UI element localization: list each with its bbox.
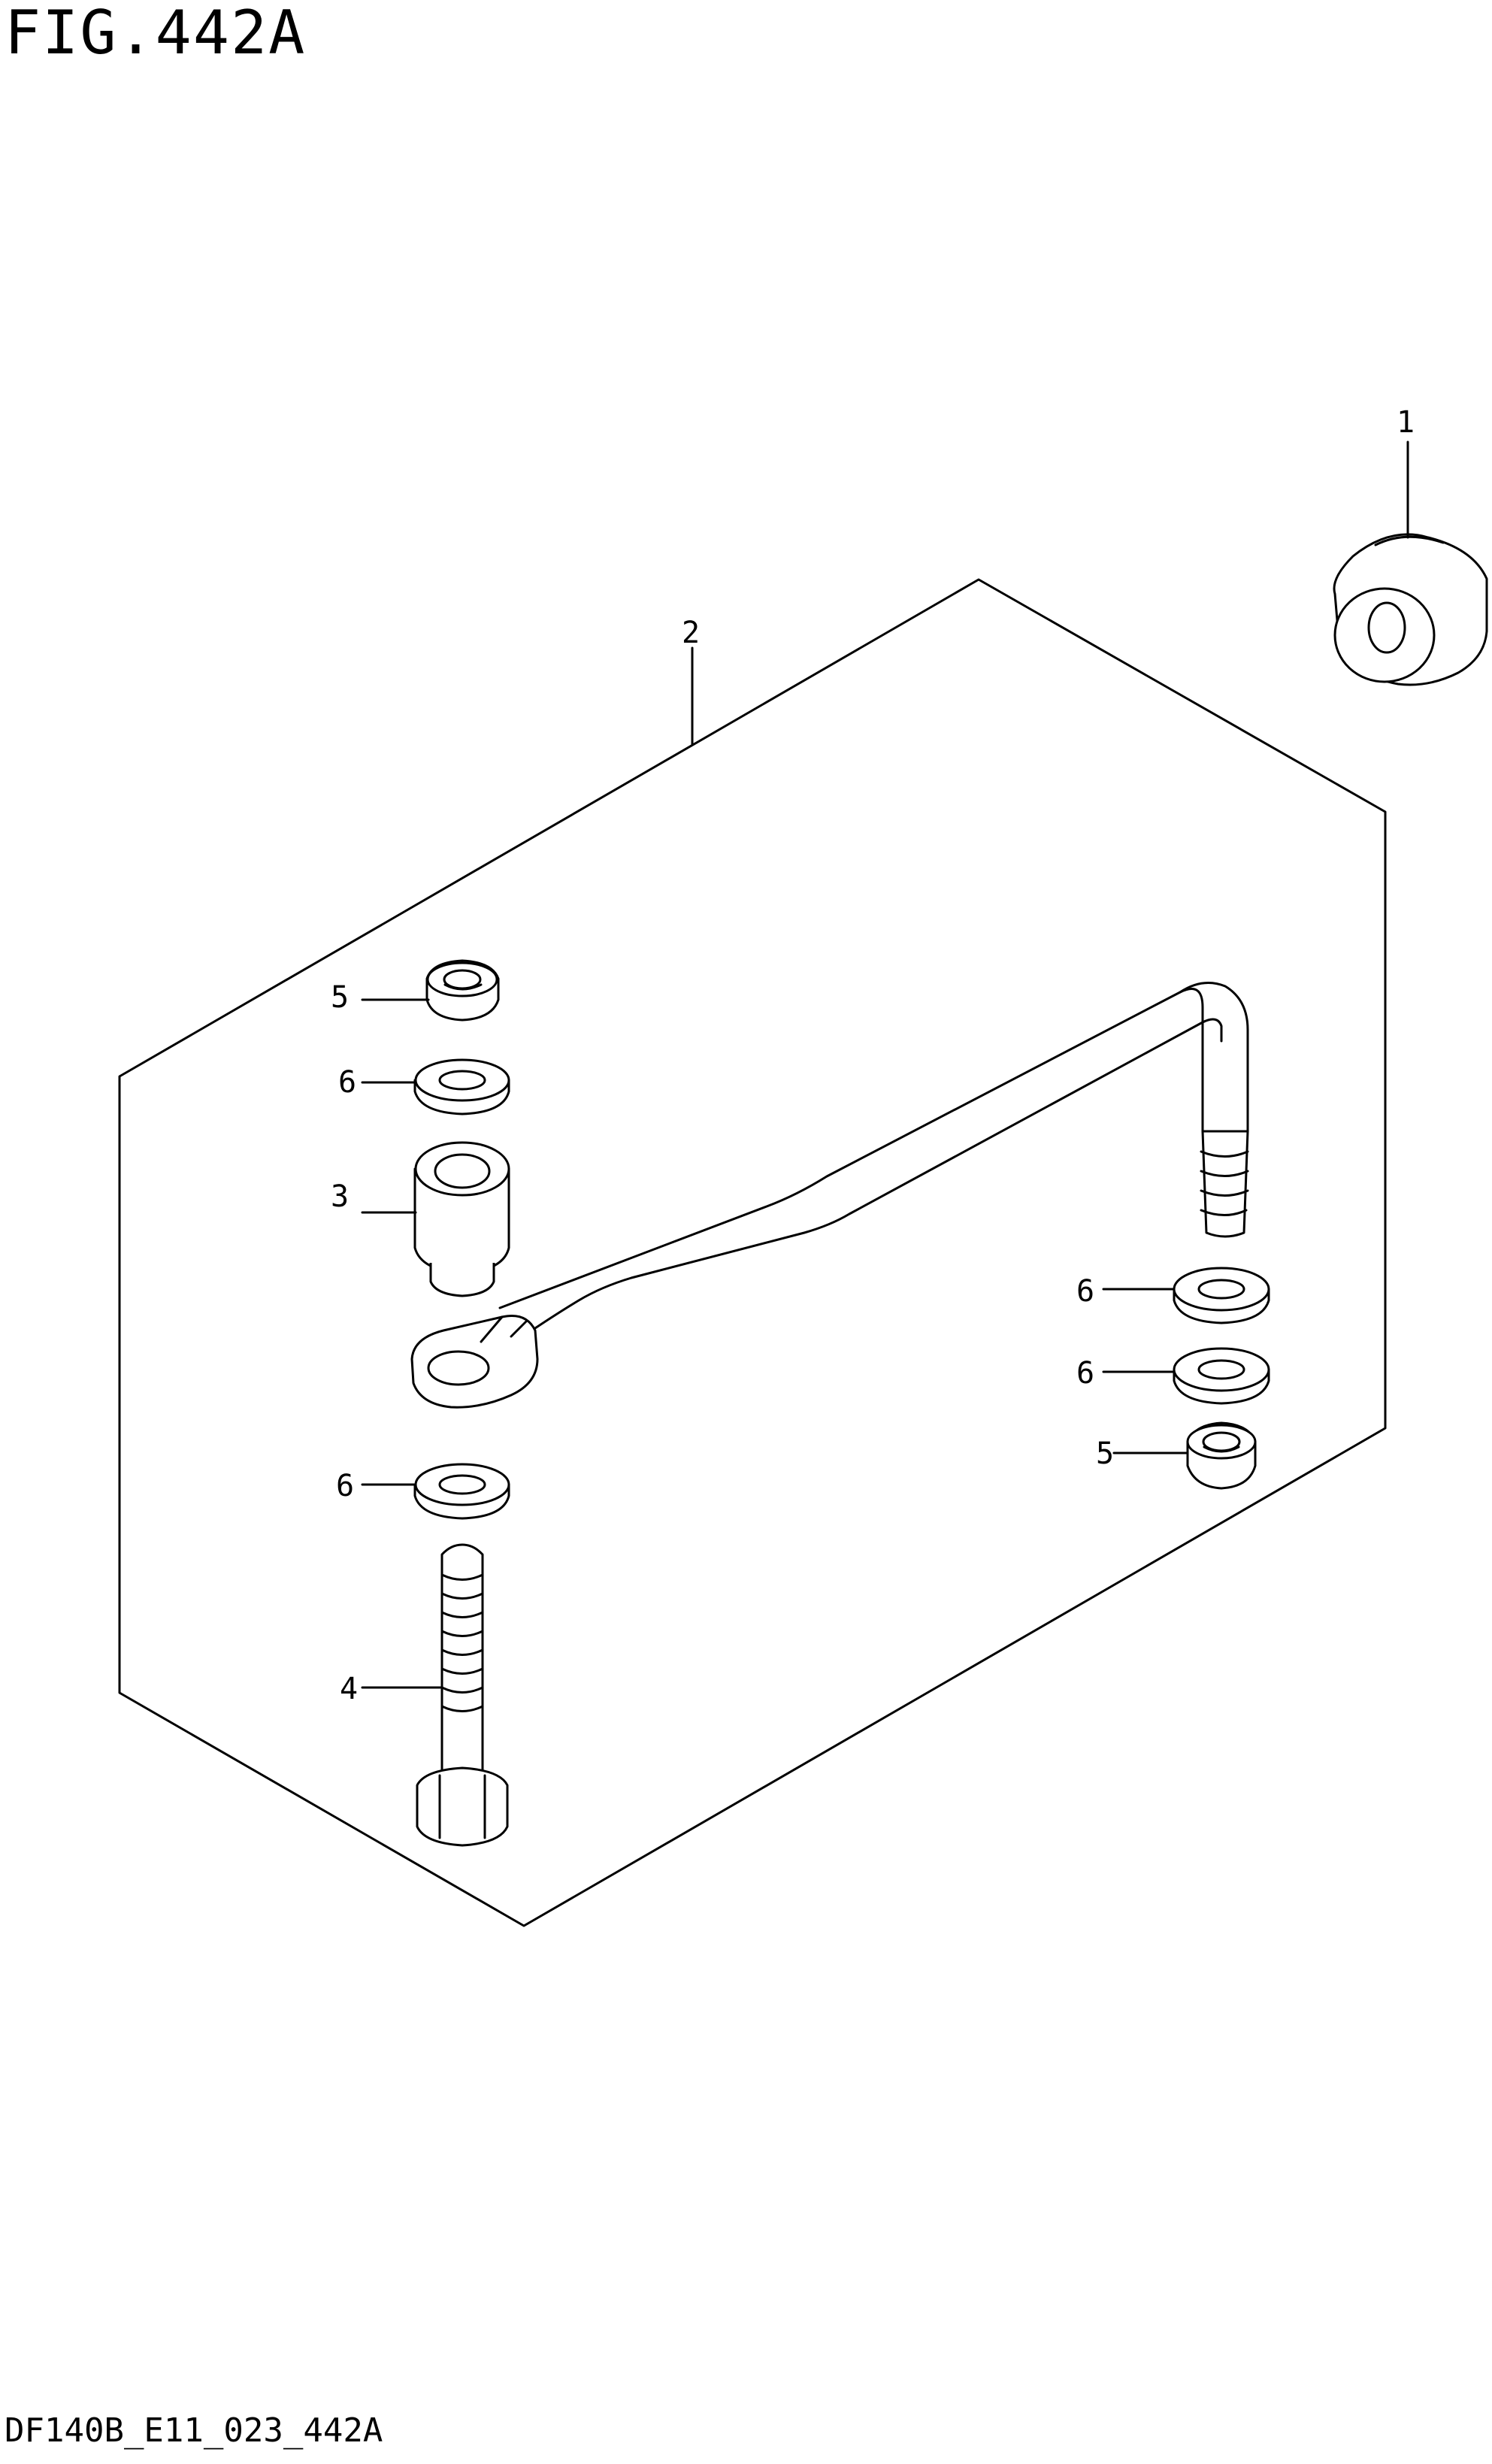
callout-1: 1 xyxy=(1397,405,1415,440)
part-3-collar[interactable] xyxy=(413,1141,510,1297)
callout-2: 2 xyxy=(682,616,700,650)
part-4-bolt[interactable] xyxy=(416,1543,509,1847)
part-6-washer-right-upper[interactable] xyxy=(1173,1267,1270,1324)
drag-link-rod xyxy=(410,982,1249,1409)
part-6-washer-upper[interactable] xyxy=(413,1058,510,1115)
callout-6-upper: 6 xyxy=(338,1065,356,1100)
callout-5-right: 5 xyxy=(1096,1436,1114,1471)
callout-6-right-upper: 6 xyxy=(1076,1274,1094,1309)
callout-5-upper: 5 xyxy=(331,980,349,1015)
leader-lines xyxy=(361,440,1409,1689)
callout-4: 4 xyxy=(340,1672,358,1706)
callout-6-lower: 6 xyxy=(336,1469,354,1503)
callout-3: 3 xyxy=(331,1179,349,1214)
part-6-washer-right-lower[interactable] xyxy=(1173,1347,1270,1405)
part-1-bushing[interactable] xyxy=(1333,533,1488,686)
part-6-washer-lower[interactable] xyxy=(413,1463,510,1520)
figure-title: FIG.442A xyxy=(5,0,307,68)
drawing-code: DF140B_E11_023_442A xyxy=(5,2411,383,2450)
part-5-nut-right[interactable] xyxy=(1186,1421,1257,1490)
part-5-nut-upper[interactable] xyxy=(425,959,500,1022)
callout-6-right-lower: 6 xyxy=(1076,1356,1094,1391)
kit-outline xyxy=(118,578,1387,1927)
